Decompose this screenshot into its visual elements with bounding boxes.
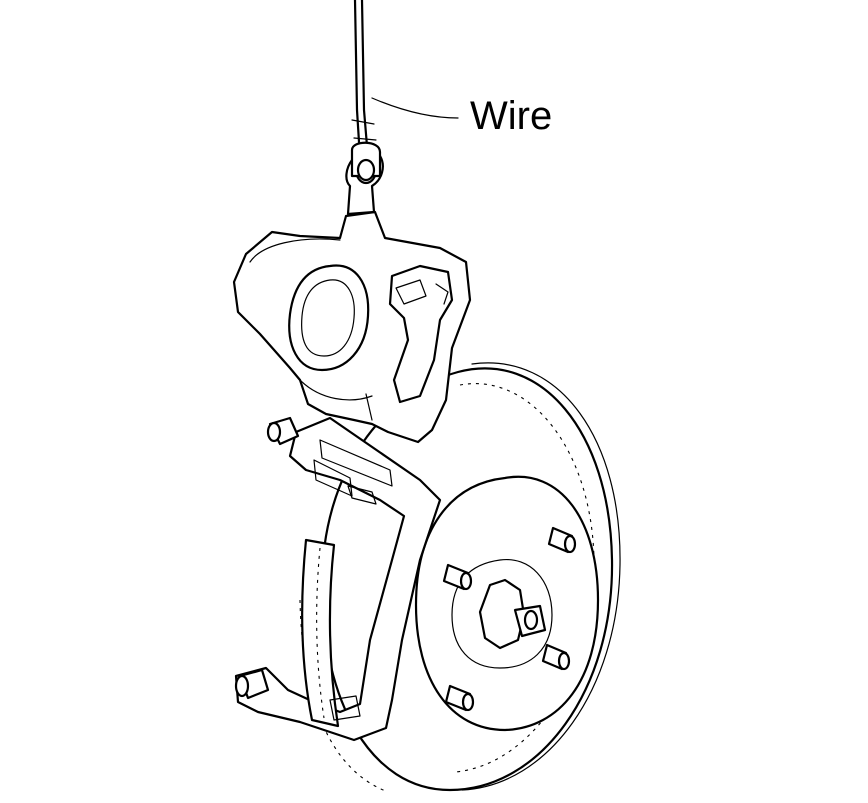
wheel-studs [442, 526, 577, 712]
brake-caliper [232, 148, 472, 444]
wire-callout-label: Wire [470, 94, 553, 138]
caliper-bracket [234, 416, 442, 742]
wheel-hub [414, 475, 600, 732]
wire-leader-line [371, 97, 459, 119]
support-wire [350, 0, 382, 182]
